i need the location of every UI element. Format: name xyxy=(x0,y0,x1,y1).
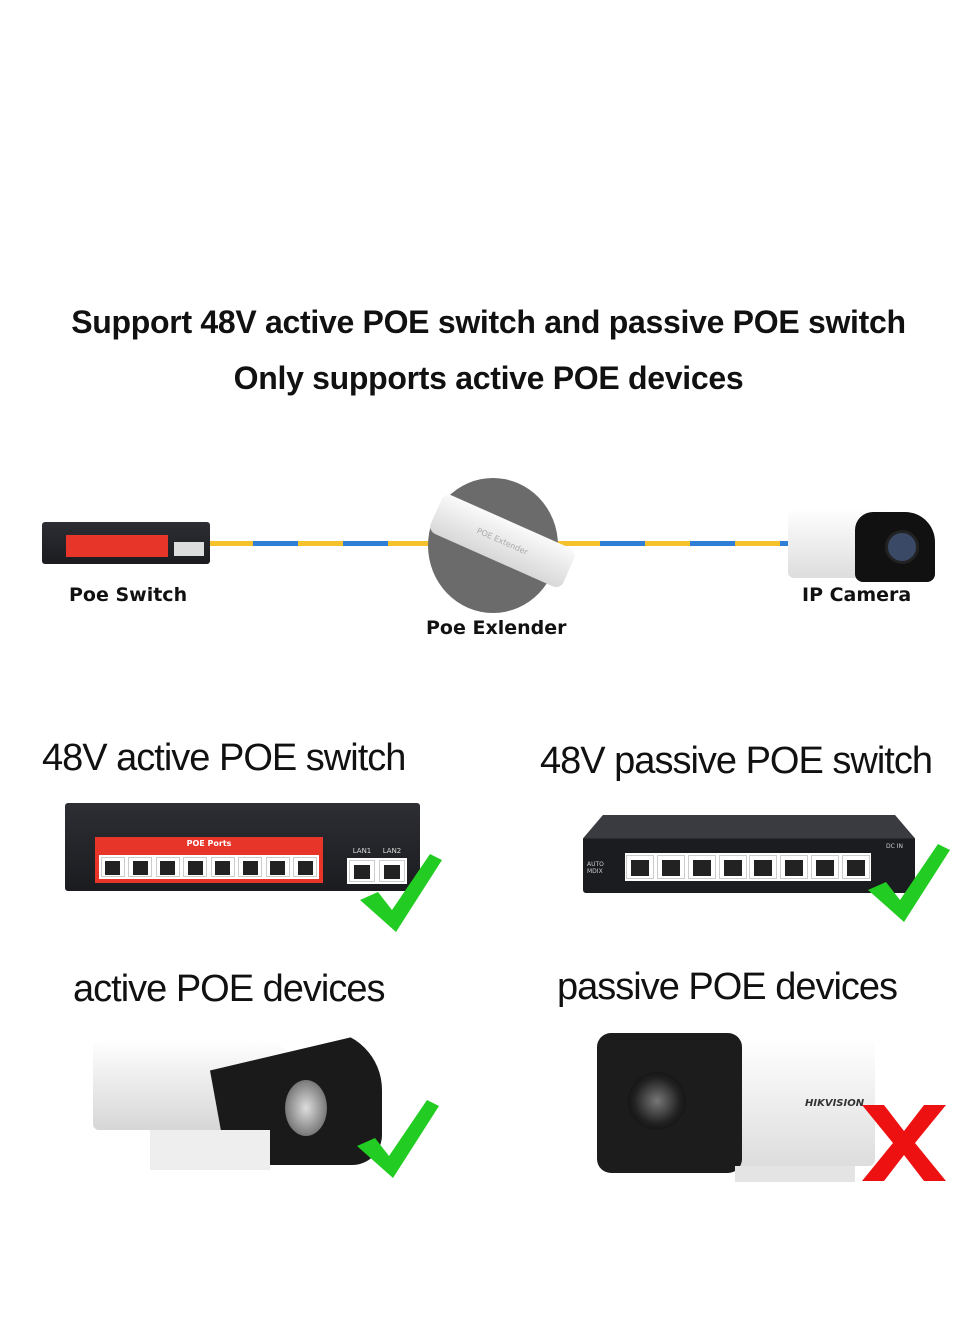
passive-devices-heading: passive POE devices xyxy=(557,966,898,1008)
active-switch-heading: 48V active POE switch xyxy=(42,737,406,779)
passive-poe-camera-image: HIKVISION xyxy=(735,1038,875,1166)
auto-mdix-label: AUTO MDIX xyxy=(587,861,604,875)
check-icon xyxy=(358,852,443,934)
check-icon xyxy=(866,842,951,924)
poe-switch-image xyxy=(42,522,210,564)
passive-switch-heading: 48V passive POE switch xyxy=(540,740,933,782)
cable-right xyxy=(555,541,795,546)
lan1-label: LAN1 xyxy=(352,847,372,855)
poe-ports-label: POE Ports xyxy=(186,839,232,848)
passive-poe-switch-image: AUTO MDIX DC IN xyxy=(583,815,915,893)
title-line-2: Only supports active POE devices xyxy=(233,360,744,396)
lan2-label: LAN2 xyxy=(382,847,402,855)
active-devices-heading: active POE devices xyxy=(73,968,385,1010)
extender-print: POE Extender xyxy=(475,525,530,557)
title-line-1: Support 48V active POE switch and passiv… xyxy=(71,304,906,340)
cable-left xyxy=(208,541,433,546)
check-icon xyxy=(355,1098,440,1180)
dc-in-label: DC IN xyxy=(886,843,903,850)
poe-extender-label: Poe Exlender xyxy=(426,617,567,639)
poe-switch-label: Poe Switch xyxy=(69,584,188,606)
brand-label: HIKVISION xyxy=(805,1098,865,1109)
cross-icon xyxy=(862,1105,946,1181)
active-poe-switch-image: POE Ports LAN1 LAN2 xyxy=(65,803,420,891)
ip-camera-label: IP Camera xyxy=(802,584,912,606)
